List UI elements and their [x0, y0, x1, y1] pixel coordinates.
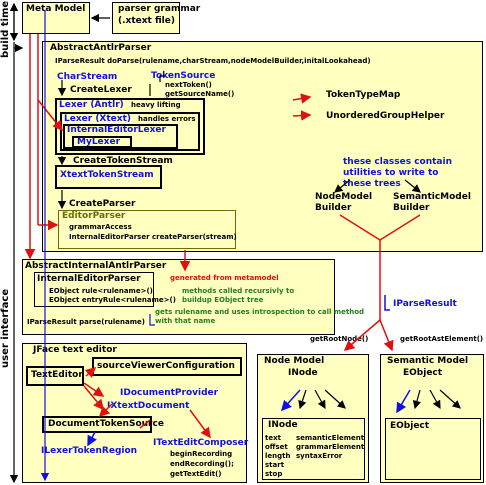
- get-textedit-label: getTextEdit(): [170, 470, 222, 478]
- source-viewer-config-box: sourceViewerConfiguration: [92, 357, 242, 376]
- grammar-label-2: (.xtext file): [118, 16, 175, 26]
- field-text: text: [265, 434, 281, 442]
- getrootnode-label: getRootNode(): [310, 335, 369, 343]
- inode-label: INode: [268, 420, 298, 430]
- xtext-tokenstream-box: XtextTokenStream: [55, 165, 162, 189]
- heavy-lifting-label: heavy lifting: [131, 101, 181, 109]
- nexttoken-label: nextToken(): [165, 81, 212, 89]
- internal-editor-lexer-label: InternalEditorLexer: [67, 125, 166, 135]
- note-line-3: these trees: [343, 179, 401, 189]
- getrootastelement-label: getRootAstElement(): [400, 335, 484, 343]
- parser-grammar-box: parser grammar (.xtext file): [112, 2, 200, 34]
- meta-model-box: Meta Model: [22, 2, 90, 34]
- grammar-label-1: parser grammar: [118, 4, 201, 14]
- field-length: length: [265, 452, 291, 460]
- field-offset: offset: [265, 443, 288, 451]
- tokentypemap-label: TokenTypeMap: [326, 90, 401, 100]
- end-recording-label: endRecording();: [170, 460, 234, 468]
- inode-top-label: INode: [288, 368, 318, 378]
- eobject-box: EObject: [385, 418, 481, 480]
- texteditor-label: TextEditor: [31, 370, 83, 380]
- node-model-title: Node Model: [264, 356, 325, 366]
- document-tokensource-label: DocumentTokenSource: [48, 419, 164, 429]
- texteditor-box: TextEditor: [26, 366, 84, 386]
- createparser-label: CreateParser: [69, 199, 136, 209]
- begin-recording-label: beginRecording: [170, 450, 233, 458]
- semantic-model-title: Semantic Model: [387, 356, 469, 366]
- editor-parser-label: EditorParser: [62, 211, 126, 221]
- mylexer-box: MyLexer: [72, 136, 132, 148]
- ixtextdocument-label: IXtextDocument: [107, 401, 190, 411]
- note-line-2: utilities to write to: [343, 168, 439, 178]
- tokensource-label: TokenSource: [151, 71, 216, 81]
- field-start: start: [265, 461, 285, 469]
- inode-box: INode text offset length start stop sema…: [262, 418, 365, 480]
- entry-rule-method-label: EObject entryRule<rulename>(): [49, 296, 176, 304]
- rulename-note-1: gets rulename and uses introspection to …: [155, 308, 365, 316]
- iparseresult-label: IParseResult: [393, 299, 457, 309]
- methods-note-1: methods called recursivly to: [182, 287, 295, 295]
- jface-title: JFace text editor: [33, 345, 117, 355]
- abstract-antlr-parser-title: AbstractAntlrParser: [50, 43, 152, 53]
- document-tokensource-box: DocumentTokenSource: [42, 416, 164, 433]
- lexer-xtext-label: Lexer (Xtext): [64, 114, 131, 124]
- source-viewer-config-label: sourceViewerConfiguration: [97, 361, 235, 371]
- nodemodel-builder-label-2: Builder: [315, 203, 352, 213]
- eobject-label: EObject: [390, 421, 430, 431]
- internal-editor-parser-label: InternalEditorParser: [37, 274, 141, 284]
- parse-signature: IParseResult parse(rulename): [27, 318, 145, 326]
- rulename-note-2: with that name: [155, 317, 216, 325]
- createlexer-label: CreateLexer: [70, 85, 132, 95]
- semanticmodel-builder-label-1: SemanticModel: [393, 192, 471, 202]
- itexteditcomposer-label: ITextEditComposer: [153, 438, 249, 448]
- note-line-1: these classes contain: [343, 157, 453, 167]
- field-grammar-element: grammarElement: [296, 443, 365, 451]
- createtokenstream-label: CreateTokenStream: [73, 156, 173, 166]
- ilexertokenregion-label: ILexerTokenRegion: [41, 446, 138, 456]
- grammar-access-label: grammarAccess: [69, 223, 132, 231]
- eobject-top-label: EObject: [403, 368, 443, 378]
- field-stop: stop: [265, 470, 283, 478]
- xtext-tokenstream-label: XtextTokenStream: [60, 170, 154, 180]
- internal-parser-title: AbstractInternalAntlrParser: [25, 261, 167, 271]
- meta-model-label: Meta Model: [26, 4, 86, 14]
- idocumentprovider-label: IDocumentProvider: [120, 388, 219, 398]
- field-syntax-error: syntaxError: [296, 452, 343, 460]
- editor-parser-box: EditorParser grammarAccess InternalEdito…: [58, 210, 237, 249]
- field-semantic-element: semanticElement: [296, 434, 365, 442]
- doparse-signature: IParseResult doParse(rulename,charStream…: [55, 57, 371, 65]
- getsourcename-label: getSourceName(): [165, 90, 235, 98]
- handles-errors-label: handles errors: [138, 115, 196, 123]
- charstream-label: CharStream: [57, 72, 118, 82]
- generated-label: generated from metamodel: [170, 274, 279, 282]
- nodemodel-builder-label-1: NodeModel: [315, 192, 373, 202]
- unordered-group-helper-label: UnorderedGroupHelper: [326, 111, 445, 121]
- mylexer-label: MyLexer: [77, 137, 121, 147]
- createparser-signature: InternalEditorParser createParser(stream…: [69, 233, 237, 241]
- rule-method-label: EObject rule<rulename>(): [49, 287, 153, 295]
- semanticmodel-builder-label-2: Builder: [393, 203, 430, 213]
- lexer-antlr-label: Lexer (Antlr): [59, 100, 124, 110]
- internal-editor-parser-box: InternalEditorParser EObject rule<rulena…: [34, 272, 176, 307]
- methods-note-2: buildup EObject tree: [182, 296, 264, 304]
